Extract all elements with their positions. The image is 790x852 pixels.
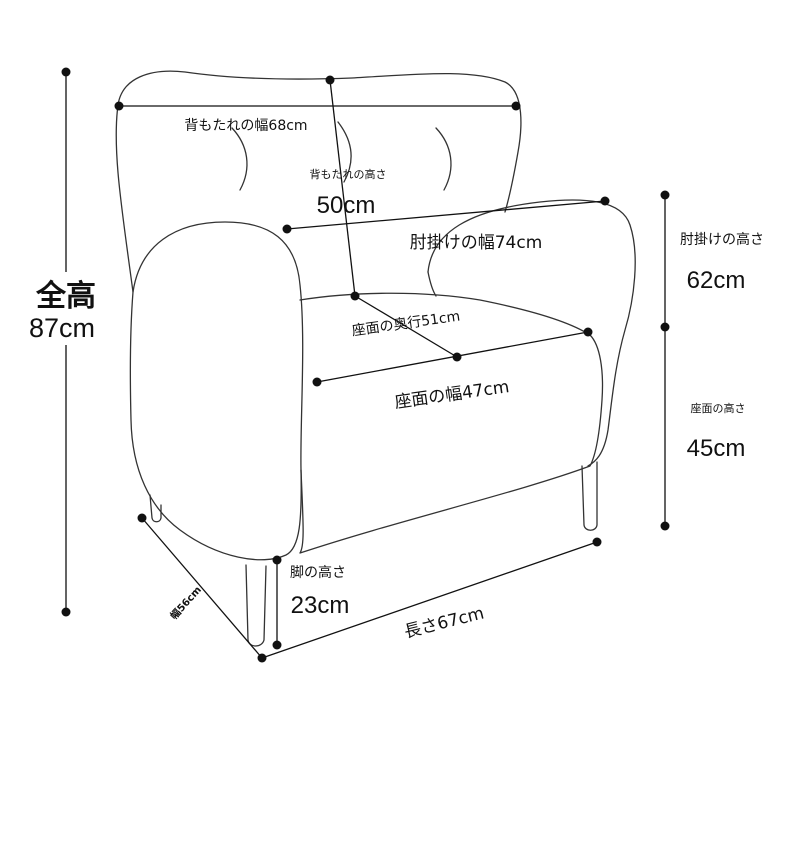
right-arm-inner bbox=[427, 271, 437, 297]
endpoint-dot bbox=[660, 521, 670, 531]
seat-depth-label: 座面の奥行51cm bbox=[351, 307, 461, 339]
endpoint-dot bbox=[114, 101, 124, 111]
endpoint-dot bbox=[312, 377, 322, 387]
dimension-lines bbox=[65, 72, 666, 659]
endpoint-dot bbox=[257, 653, 267, 663]
back-height-line bbox=[329, 79, 356, 297]
arm-width-line bbox=[286, 200, 606, 230]
endpoint-dot bbox=[61, 607, 71, 617]
seat-depth-line bbox=[354, 295, 458, 358]
seat-width-label: 座面の幅47cm bbox=[393, 377, 510, 413]
leg-height-title: 脚の高さ bbox=[290, 564, 346, 581]
length-line bbox=[261, 541, 598, 659]
seat-height-value: 45cm bbox=[687, 435, 746, 462]
width-line bbox=[141, 517, 263, 659]
arm-width-label: 肘掛けの幅74cm bbox=[410, 233, 543, 253]
back-left-leg bbox=[149, 494, 162, 523]
tufting-right bbox=[435, 127, 452, 191]
endpoint-dot bbox=[350, 291, 360, 301]
back-height-value: 50cm bbox=[317, 192, 376, 219]
endpoint-dot bbox=[600, 196, 610, 206]
endpoint-dot bbox=[282, 224, 292, 234]
width-label: 幅56cm bbox=[167, 583, 204, 622]
backrest-outline bbox=[115, 70, 522, 293]
armchair-sketch bbox=[115, 70, 636, 647]
arm-height-value: 62cm bbox=[687, 267, 746, 294]
endpoint-dot bbox=[61, 67, 71, 77]
front-right-leg bbox=[581, 461, 598, 531]
endpoint-dot bbox=[511, 101, 521, 111]
dimension-labels: 全高 87cm 背もたれの幅68cm 背もたれの高さ 50cm 肘掛けの幅74c… bbox=[29, 118, 764, 643]
back-height-title: 背もたれの高さ bbox=[310, 167, 387, 181]
seat-top bbox=[299, 292, 591, 336]
leg-height-value: 23cm bbox=[291, 592, 350, 619]
arm-height-title: 肘掛けの高さ bbox=[680, 231, 764, 248]
endpoint-dot bbox=[660, 322, 670, 332]
front-left-leg bbox=[245, 564, 267, 647]
back-width-label: 背もたれの幅68cm bbox=[184, 118, 307, 134]
endpoint-dot bbox=[660, 190, 670, 200]
endpoint-dot bbox=[137, 513, 147, 523]
seat-front bbox=[299, 334, 604, 554]
endpoint-dot bbox=[272, 555, 282, 565]
left-arm-outline bbox=[129, 221, 304, 561]
endpoint-dot bbox=[272, 640, 282, 650]
length-label: 長さ67cm bbox=[402, 603, 486, 642]
seat-height-title: 座面の高さ bbox=[691, 401, 746, 415]
total-height-title: 全高 bbox=[35, 279, 96, 314]
endpoint-dot bbox=[583, 327, 593, 337]
tufting-center bbox=[337, 121, 352, 183]
tufting-left bbox=[231, 127, 248, 191]
dimension-endpoints bbox=[61, 67, 670, 663]
total-height-value: 87cm bbox=[29, 313, 95, 343]
endpoint-dot bbox=[325, 75, 335, 85]
endpoint-dot bbox=[452, 352, 462, 362]
endpoint-dot bbox=[592, 537, 602, 547]
